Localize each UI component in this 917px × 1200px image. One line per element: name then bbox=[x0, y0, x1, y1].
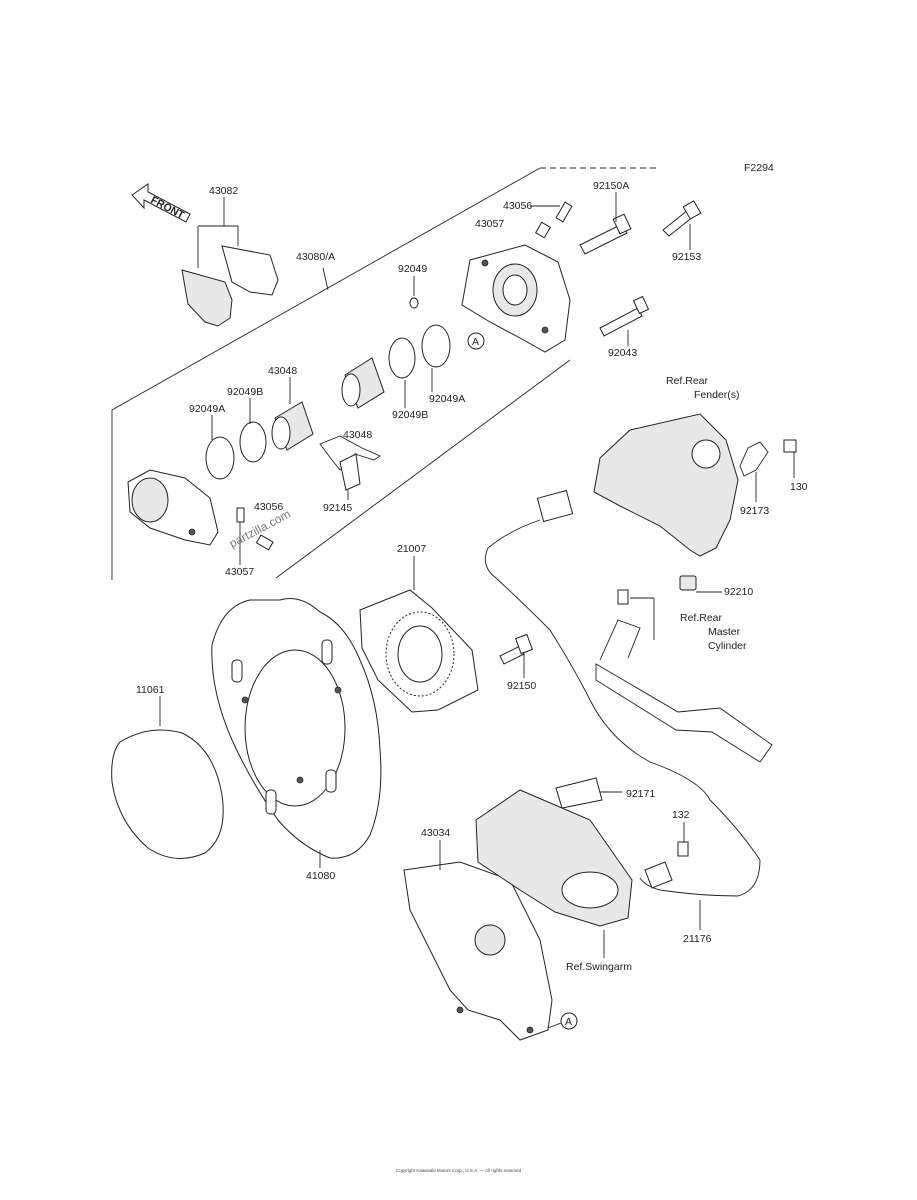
label-43080A: 43080/A bbox=[296, 251, 335, 263]
gasket bbox=[111, 729, 224, 859]
label-92145: 92145 bbox=[323, 502, 352, 514]
bolt-130 bbox=[783, 439, 797, 453]
ref-rear-fender-2: Fender(s) bbox=[694, 389, 740, 401]
marker-a-upper: A bbox=[467, 332, 485, 350]
label-92150A: 92150A bbox=[593, 180, 629, 192]
bleeder-valve-lower bbox=[236, 507, 245, 523]
assembly-outline bbox=[111, 167, 660, 580]
label-43034: 43034 bbox=[421, 827, 450, 839]
ref-master-cyl-1: Ref.Rear bbox=[680, 612, 723, 624]
pad-spring bbox=[319, 435, 381, 471]
ref-rear-fender-1: Ref.Rear bbox=[666, 375, 709, 387]
ref-master-cyl-3: Cylinder bbox=[708, 640, 747, 652]
label-92153: 92153 bbox=[672, 251, 701, 263]
label-43056-top: 43056 bbox=[503, 200, 532, 212]
ref-swingarm: Ref.Swingarm bbox=[566, 961, 632, 973]
marker-a-lower: A bbox=[560, 1012, 578, 1030]
label-92171: 92171 bbox=[626, 788, 655, 800]
label-92173: 92173 bbox=[740, 505, 769, 517]
caliper-bolts bbox=[579, 200, 702, 337]
label-92049A-b: 92049A bbox=[189, 403, 225, 415]
svg-text:A: A bbox=[472, 336, 479, 348]
ref-master-cyl-2: Master bbox=[708, 626, 741, 638]
label-92049A-a: 92049A bbox=[429, 393, 465, 405]
label-92210: 92210 bbox=[724, 586, 753, 598]
caliper-lower bbox=[127, 469, 219, 546]
label-92049B-a: 92049B bbox=[392, 409, 428, 421]
seal-92049 bbox=[409, 297, 419, 309]
abs-sensor-wire bbox=[484, 489, 761, 897]
label-21007: 21007 bbox=[397, 543, 426, 555]
brake-disc bbox=[211, 598, 382, 859]
bolt-132 bbox=[677, 841, 689, 857]
label-92043: 92043 bbox=[608, 347, 637, 359]
label-41080: 41080 bbox=[306, 870, 335, 882]
clamp-92173 bbox=[739, 441, 769, 477]
label-43048-b: 43048 bbox=[343, 429, 372, 441]
swingarm-part bbox=[475, 789, 633, 927]
label-132: 132 bbox=[672, 809, 690, 821]
label-43057-low: 43057 bbox=[225, 566, 254, 578]
disc-bolt bbox=[499, 633, 534, 665]
front-arrow-label: FRONT bbox=[149, 194, 187, 222]
svg-text:A: A bbox=[565, 1016, 572, 1028]
copyright: Copyright Kawasaki Motors Corp., U.S.A. … bbox=[395, 1168, 522, 1173]
label-43082: 43082 bbox=[209, 185, 238, 197]
bleeder-valve-upper bbox=[534, 201, 573, 239]
label-21176: 21176 bbox=[683, 933, 712, 945]
label-43048-a: 43048 bbox=[268, 365, 297, 377]
clamp-92171 bbox=[555, 777, 603, 809]
label-43056-low: 43056 bbox=[254, 501, 283, 513]
rear-fender-bracket bbox=[593, 413, 739, 557]
nut-92210 bbox=[679, 575, 697, 591]
pad-pin bbox=[339, 453, 361, 491]
seals-pistons bbox=[205, 324, 451, 480]
master-cylinder-bracket bbox=[595, 589, 773, 763]
label-11061: 11061 bbox=[136, 684, 165, 696]
diagram-code: F2294 bbox=[744, 162, 774, 174]
abs-sensor-rotor bbox=[359, 589, 479, 713]
label-130: 130 bbox=[790, 481, 808, 493]
label-92150: 92150 bbox=[507, 680, 536, 692]
caliper-upper bbox=[461, 244, 571, 353]
front-arrow-icon: FRONT bbox=[131, 183, 191, 223]
bleeder-cap-lower bbox=[255, 534, 274, 551]
abs-sensor-rear bbox=[644, 861, 673, 889]
label-92049B-b: 92049B bbox=[227, 386, 263, 398]
brake-pads bbox=[181, 225, 279, 327]
label-92049: 92049 bbox=[398, 263, 427, 275]
label-43057-top: 43057 bbox=[475, 218, 504, 230]
